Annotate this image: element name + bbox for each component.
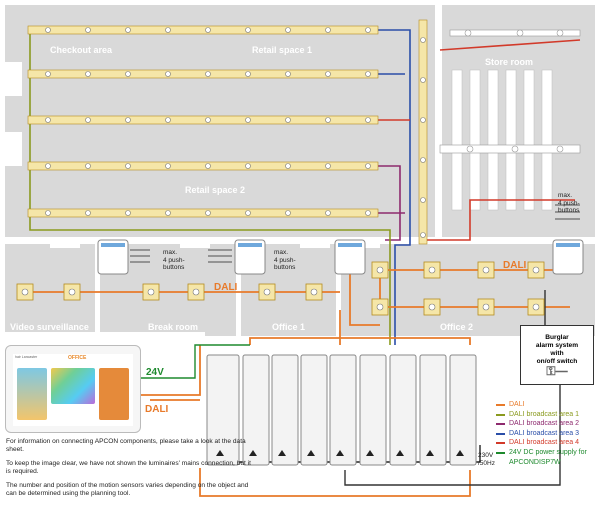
tablet-title: OFFICE <box>68 355 87 361</box>
mains-frequency: /50Hz <box>478 459 495 467</box>
room-label-retail2: Retail space 2 <box>185 185 245 195</box>
dali-label-tablet: DALI <box>145 404 169 415</box>
legend-swatch <box>496 442 505 445</box>
legend-item: DALI <box>496 400 594 410</box>
luminaire-row <box>27 19 428 245</box>
legend-label: DALI <box>509 401 525 408</box>
controller-unit <box>359 354 387 466</box>
note-connection: For information on connecting APCON comp… <box>6 438 246 453</box>
pushbutton-note-line: 4 push- <box>163 256 185 264</box>
legend-swatch <box>496 432 505 435</box>
door-opening <box>300 240 330 248</box>
legend-swatch <box>496 423 505 426</box>
door-opening <box>0 132 22 166</box>
module-terminal-strip <box>101 243 125 247</box>
alarm-text: Burglar <box>545 334 569 341</box>
room-label-store: Store room <box>485 57 533 67</box>
pushbutton-note-line: 4 push- <box>274 256 296 264</box>
mains-label: 230V /50Hz <box>478 452 495 467</box>
pushbutton-module <box>97 239 129 275</box>
display-tablet: hair Lancaster OFFICE <box>5 345 141 433</box>
room-label-video: Video surveillance <box>10 322 89 332</box>
pushbutton-note-line: buttons <box>558 207 580 214</box>
tablet-screen: hair Lancaster OFFICE <box>13 354 133 426</box>
pushbutton-module <box>552 239 584 275</box>
legend-swatch <box>496 413 505 416</box>
dali-label-row: DALI <box>214 282 238 293</box>
room-label-break: Break room <box>148 322 198 332</box>
controller-unit <box>449 354 477 466</box>
pushbutton-note-line: max. <box>558 192 573 199</box>
controller-unit <box>271 354 299 466</box>
tablet-brand: hair Lancaster <box>15 355 38 359</box>
controller-arrows <box>216 450 464 456</box>
module-terminal-strip <box>338 243 362 247</box>
controller-unit <box>242 354 270 466</box>
controllers <box>206 354 477 466</box>
module-terminal-strip <box>238 243 262 247</box>
tablet-panel <box>99 368 129 420</box>
mains-voltage: 230V <box>478 452 494 459</box>
floor-plan-rooms <box>0 5 595 338</box>
legend-label: DALI broadcast area 4 <box>509 439 580 447</box>
luminaire-row-markers <box>45 27 426 238</box>
door-opening <box>180 240 210 248</box>
legend-label: DALI broadcast area 1 <box>509 410 580 418</box>
pushbutton-note-1: max. 4 push- buttons <box>163 249 185 272</box>
pushbutton-modules <box>97 204 584 275</box>
room-label-office1: Office 1 <box>272 322 305 332</box>
legend-label: DALI broadcast area 3 <box>509 429 580 437</box>
room-label-office2: Office 2 <box>440 322 473 332</box>
luminaires-retail <box>27 19 428 245</box>
pushbutton-note-line: buttons <box>274 264 296 271</box>
pushbutton-note-line: max. <box>163 249 178 256</box>
pushbutton-module <box>234 239 266 275</box>
pushbutton-module <box>334 239 366 275</box>
wall-gap <box>5 332 205 338</box>
legend-item: 24V DC power supply for APCONDISP7W <box>496 448 594 467</box>
pushbutton-note-line: max. <box>274 249 289 256</box>
store-luminaires <box>439 29 581 154</box>
alarm-system-box: Burglar alarm system with on/off switch … <box>520 325 594 385</box>
controller-unit <box>329 354 357 466</box>
pushbutton-note-2: max. 4 push- buttons <box>274 249 296 272</box>
pushbutton-note-line: buttons <box>163 264 185 271</box>
alarm-text: with <box>550 350 564 357</box>
luminaire-markers-lower <box>21 266 540 311</box>
note-mains: To keep the image clear, we have not sho… <box>6 460 251 475</box>
module-terminal-strip <box>556 243 580 247</box>
legend-item: DALI broadcast area 3 <box>496 429 594 439</box>
pushbutton-note-line: 4 push- <box>558 199 580 207</box>
pushbutton-note-3: max. 4 push- buttons <box>558 192 580 215</box>
luminaires-lower <box>16 261 545 316</box>
tablet-image-tile <box>17 368 47 420</box>
room-label-checkout: Checkout area <box>50 45 113 55</box>
door-opening <box>50 240 80 248</box>
legend-swatch <box>496 404 505 406</box>
room-label-retail1: Retail space 1 <box>252 45 312 55</box>
legend-item: DALI broadcast area 4 <box>496 438 594 448</box>
key-icon: ⚿━ <box>546 364 568 378</box>
legend-label: DALI broadcast area 2 <box>509 420 580 428</box>
controller-unit <box>419 354 447 466</box>
v24-label: 24V <box>146 367 164 378</box>
store-shelves <box>451 69 553 211</box>
alarm-text: alarm system <box>535 342 579 349</box>
legend-item: DALI broadcast area 1 <box>496 410 594 420</box>
pushbutton-switch-icons <box>130 204 580 263</box>
controller-unit <box>206 354 240 466</box>
controller-unit <box>300 354 328 466</box>
legend-label: 24V DC power supply for APCONDISP7W <box>509 448 587 466</box>
alarm-text: on/off switch <box>536 358 578 365</box>
door-opening <box>0 62 22 96</box>
tablet-color-wheel <box>51 368 95 404</box>
legend-item: DALI broadcast area 2 <box>496 419 594 429</box>
controller-unit <box>389 354 417 466</box>
legend-swatch <box>496 451 505 454</box>
dali-label-office2: DALI <box>503 260 527 271</box>
note-sensors: The number and position of the motion se… <box>6 482 249 497</box>
legend: DALI DALI broadcast area 1 DALI broadcas… <box>496 400 594 467</box>
